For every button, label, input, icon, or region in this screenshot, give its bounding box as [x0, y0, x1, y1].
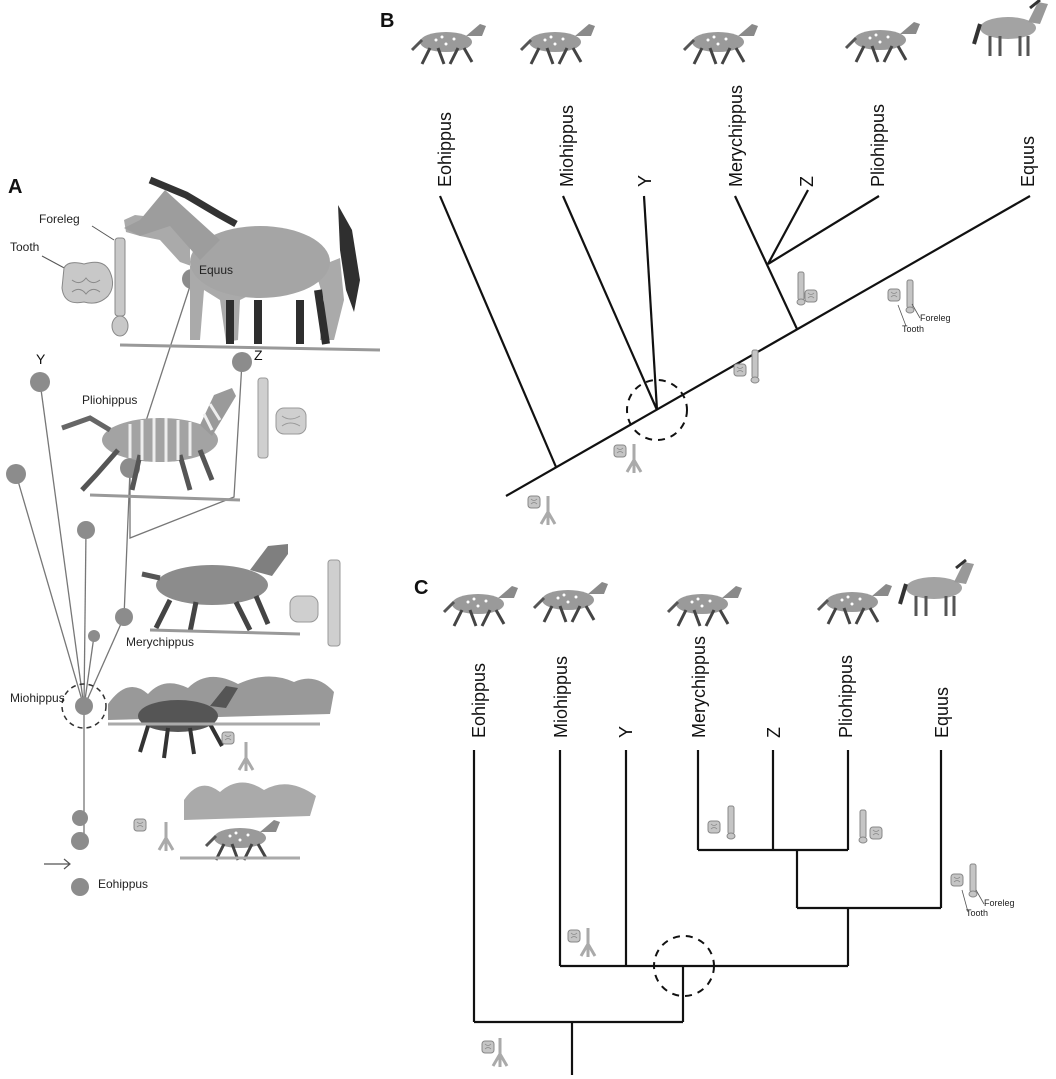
horse-icon — [444, 586, 518, 626]
foreleg-icon — [797, 272, 805, 305]
tooth-icon — [888, 289, 900, 301]
panel-b-tree — [440, 190, 1030, 496]
b-tip-equus: Equus — [1018, 136, 1038, 187]
merychippus-foreleg-icon — [328, 560, 340, 646]
y-label-a: Y — [36, 351, 46, 367]
pliohippus-foreleg-icon — [258, 378, 268, 458]
horse-icon — [818, 584, 892, 624]
b-tip-z: Z — [797, 176, 817, 187]
c-tip-z: Z — [764, 727, 784, 738]
merychippus-tooth-icon — [290, 596, 318, 622]
b-tip-miohippus: Miohippus — [557, 105, 577, 187]
horse-icon — [412, 24, 486, 64]
eohippus-tooth-icon — [134, 819, 146, 831]
z-label-a: Z — [254, 347, 263, 363]
tooth-icon — [805, 290, 817, 302]
eohippus-label: Eohippus — [98, 877, 148, 891]
horse-icon — [974, 0, 1048, 56]
c-tip-merychippus: Merychippus — [689, 636, 709, 738]
c-tip-pliohippus: Pliohippus — [836, 655, 856, 738]
panel-a-tree — [16, 280, 242, 836]
c-tip-equus: Equus — [932, 687, 952, 738]
tooth-icon — [870, 827, 882, 839]
equus-illustration — [120, 180, 380, 350]
foreleg-label: Foreleg — [39, 212, 80, 226]
b-tip-merychippus: Merychippus — [726, 85, 746, 187]
tooth-icon — [614, 445, 626, 457]
horse-icon — [900, 560, 974, 616]
miohippus-tooth-icon — [222, 732, 234, 744]
panel-a-label: A — [8, 176, 22, 198]
b-tip-pliohippus: Pliohippus — [868, 104, 888, 187]
panel-c-label: C — [414, 577, 428, 599]
eohippus-illustration — [180, 782, 316, 860]
panel-b: B Eohippus Miohippus Y Merychippus Z Pli… — [380, 0, 1048, 525]
foreleg-icon — [969, 864, 977, 897]
equus-tooth-icon — [62, 262, 113, 303]
c-foreleg-label: Foreleg — [984, 898, 1015, 908]
miohippus-foreleg-icon — [239, 742, 253, 771]
foreleg-icon — [859, 810, 867, 843]
arrow-icon — [44, 859, 70, 869]
merychippus-label: Merychippus — [126, 635, 194, 649]
b-foreleg-label: Foreleg — [920, 313, 951, 323]
eohippus-foreleg-icon — [159, 822, 173, 851]
horse-icon — [668, 586, 742, 626]
miohippus-illustration — [108, 676, 334, 758]
c-tip-miohippus: Miohippus — [551, 656, 571, 738]
panel-c-tree — [474, 750, 941, 1075]
b-tip-y: Y — [635, 175, 655, 187]
foreleg-icon — [751, 350, 759, 383]
foreleg-icon — [906, 280, 914, 313]
c-tip-eohippus: Eohippus — [469, 663, 489, 738]
horse-icon — [521, 24, 595, 64]
b-tip-eohippus: Eohippus — [435, 112, 455, 187]
foreleg-icon — [627, 444, 641, 473]
tooth-label: Tooth — [10, 240, 39, 254]
miohippus-label: Miohippus — [10, 691, 65, 705]
tooth-icon — [568, 930, 580, 942]
b-tooth-label: Tooth — [902, 324, 924, 334]
equus-foreleg-icon — [112, 238, 128, 336]
merychippus-illustration — [142, 544, 300, 634]
foreleg-icon — [581, 928, 595, 957]
c-tip-y: Y — [616, 726, 636, 738]
pliohippus-tooth-icon — [276, 408, 306, 434]
pliohippus-label: Pliohippus — [82, 393, 137, 407]
b-equus-fossils — [888, 280, 920, 326]
panel-c: C Eohippus Miohippus Y Merychippus Z Pli… — [414, 560, 1015, 1075]
horse-icon — [684, 24, 758, 64]
tooth-icon — [951, 874, 963, 886]
tooth-icon — [482, 1041, 494, 1053]
foreleg-icon — [727, 806, 735, 839]
tooth-icon — [708, 821, 720, 833]
foreleg-icon — [541, 496, 555, 525]
panel-b-label: B — [380, 10, 394, 32]
equus-label: Equus — [199, 263, 233, 277]
tooth-icon — [734, 364, 746, 376]
foreleg-icon — [493, 1038, 507, 1067]
panel-a: A — [6, 176, 380, 896]
tooth-icon — [528, 496, 540, 508]
horse-icon — [846, 22, 920, 62]
c-equus-fossils — [951, 864, 984, 912]
horse-icon — [534, 582, 608, 622]
c-tooth-label: Tooth — [966, 908, 988, 918]
